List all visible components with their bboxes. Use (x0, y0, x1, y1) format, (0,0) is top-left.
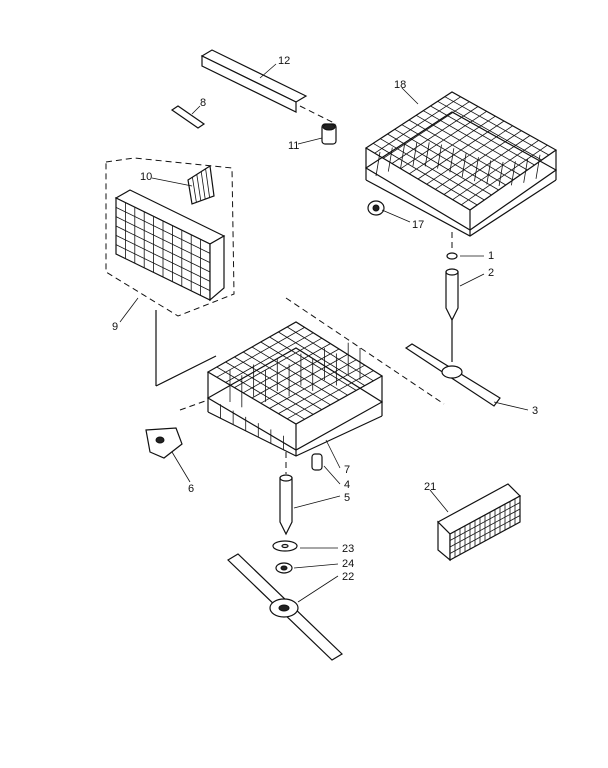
label-2: 2 (488, 267, 494, 279)
wire-line (115, 225, 211, 273)
rack-pin-part (170, 105, 206, 129)
wire-line (287, 370, 374, 420)
label-21: 21 (424, 481, 436, 493)
label-6: 6 (188, 483, 194, 495)
wire-line (115, 234, 211, 282)
label-18: 18 (394, 79, 406, 91)
washer-24-part (275, 562, 293, 574)
wire-line (400, 143, 406, 169)
wire-line (205, 168, 210, 198)
wire-line (115, 216, 211, 264)
wire-line (523, 158, 529, 183)
wire-line (412, 142, 418, 167)
label-8: 8 (200, 97, 206, 109)
wire-line (449, 508, 521, 548)
silverware-basket-part (437, 483, 521, 562)
wire-line (510, 161, 516, 186)
upper-rack-part (364, 91, 558, 237)
label-3: 3 (532, 405, 538, 417)
lower-spray-arm-part (227, 553, 343, 661)
spray-arm-bushing-part (311, 453, 323, 471)
rack-bracket-part (145, 427, 183, 459)
wire-line (498, 161, 504, 187)
wire-line (417, 120, 505, 180)
wire-line (443, 135, 531, 195)
wire-line (430, 105, 535, 166)
label-4: 4 (344, 479, 350, 491)
label-23: 23 (342, 543, 354, 555)
rack-clip-part (367, 200, 385, 216)
wire-line (461, 152, 467, 177)
wire-line (452, 140, 539, 200)
wire-line (449, 148, 455, 173)
wire-line (192, 177, 197, 203)
wire-line (535, 154, 541, 179)
label-9: 9 (112, 321, 118, 333)
wire-line (375, 151, 381, 177)
label-11: 11 (288, 140, 299, 152)
cutlery-basket-group (105, 157, 235, 387)
wire-line (449, 515, 521, 554)
label-22: 22 (342, 571, 354, 583)
rail-end-cap-part (321, 123, 337, 145)
label-10: 10 (140, 171, 152, 183)
upper-spray-arm-assembly (404, 232, 501, 407)
label-7: 7 (344, 464, 350, 476)
wire-line (115, 206, 211, 254)
label-24: 24 (342, 558, 354, 570)
wire-line (200, 171, 206, 200)
label-12: 12 (278, 55, 290, 67)
label-1: 1 (488, 250, 494, 262)
wire-line (461, 144, 548, 206)
wire-line (260, 341, 348, 396)
lower-spray-tube-part (279, 452, 293, 536)
wire-line (424, 142, 430, 167)
wire-line (196, 174, 202, 201)
wire-line (387, 147, 393, 172)
leader-lines (119, 63, 529, 603)
rack-rail-part (200, 49, 337, 125)
wire-line (486, 160, 492, 185)
wire-line (444, 96, 550, 156)
wire-line (437, 144, 442, 169)
wire-line (251, 348, 340, 399)
label-17: 17 (412, 219, 424, 231)
wire-line (278, 331, 366, 386)
wire-line (415, 114, 521, 176)
lower-rack-part (179, 297, 445, 457)
wire-line (260, 354, 348, 404)
wire-line (115, 244, 211, 292)
wire-line (449, 502, 521, 541)
wire-line (286, 326, 374, 382)
wire-line (278, 364, 365, 414)
wire-line (474, 157, 479, 182)
label-5: 5 (344, 492, 350, 504)
washer-23-part (272, 540, 298, 552)
